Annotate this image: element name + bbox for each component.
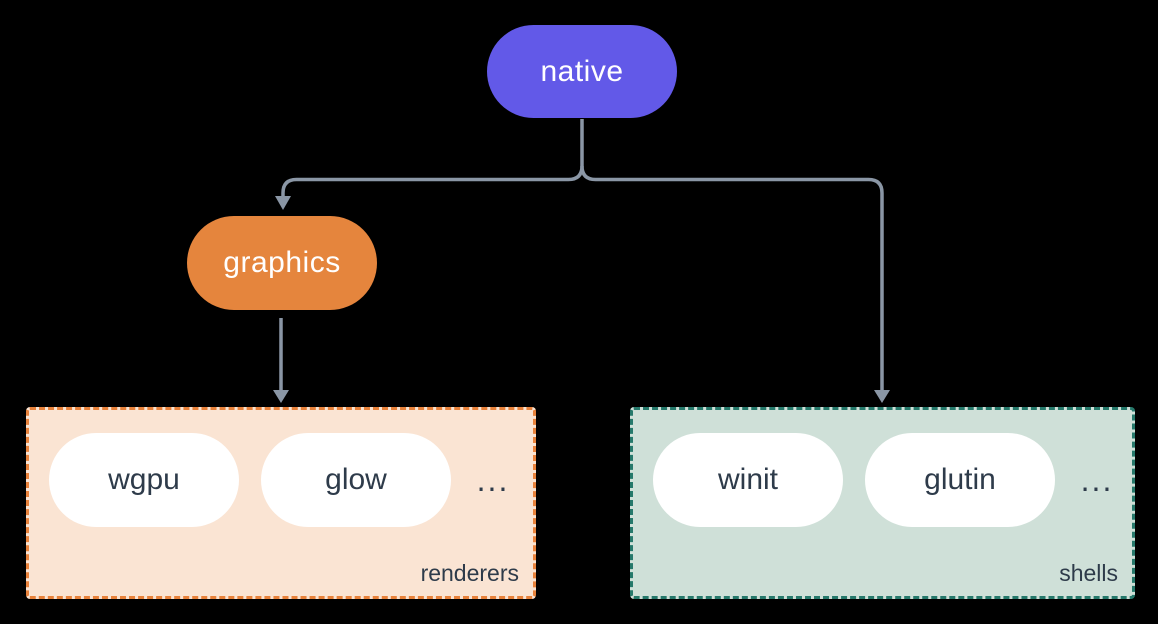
shells-ellipsis: ... [1080,461,1114,498]
node-native: native [487,25,677,118]
node-graphics-label: graphics [223,246,341,279]
renderers-ellipsis: ... [476,461,510,498]
node-glutin-label: glutin [924,463,996,496]
node-winit-label: winit [717,463,778,496]
node-glow: glow [261,433,451,527]
edge-native-to-graphics [281,119,584,197]
group-shells: winit glutin ... shells [630,407,1135,599]
arrowhead-shells-icon [874,390,890,403]
group-shells-label: shells [1059,560,1118,586]
node-native-label: native [540,54,624,88]
arrowhead-graphics-icon [275,196,291,210]
node-graphics: graphics [187,216,377,310]
node-glutin: glutin [865,433,1055,527]
node-wgpu: wgpu [49,433,239,527]
arrowhead-renderers-icon [273,390,289,403]
node-winit: winit [653,433,843,527]
edge-native-to-shells [580,165,884,390]
node-wgpu-label: wgpu [108,463,180,496]
node-glow-label: glow [325,463,387,496]
group-renderers-label: renderers [420,560,519,586]
group-renderers: wgpu glow ... renderers [26,407,536,599]
